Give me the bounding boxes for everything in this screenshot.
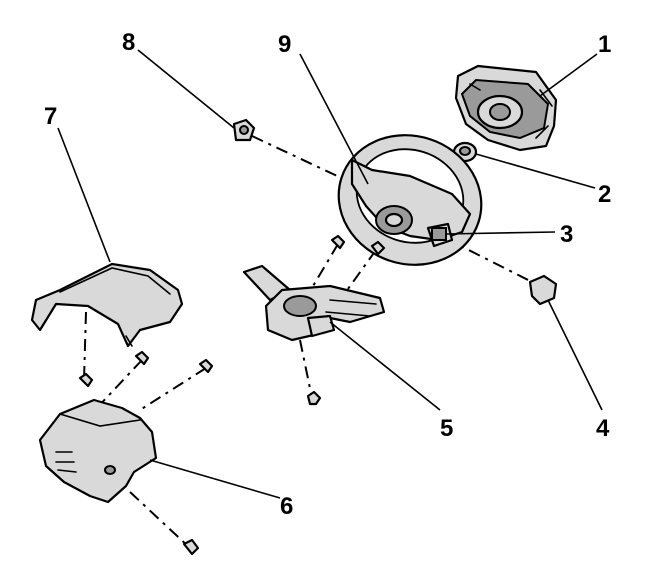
steering-wheel — [337, 134, 483, 266]
upper-column-cover — [30, 262, 184, 348]
callout-1: 1 — [598, 31, 611, 58]
callout-9: 9 — [278, 31, 291, 58]
airbag-module — [454, 64, 558, 152]
callout-3: 3 — [560, 221, 573, 248]
callout-6: 6 — [280, 493, 293, 520]
callout-8: 8 — [122, 29, 135, 56]
leader-lines — [57, 49, 603, 499]
callout-5: 5 — [440, 415, 453, 442]
cover-screws — [78, 350, 214, 556]
callout-labels: 1 2 3 4 5 6 7 8 9 — [44, 29, 611, 520]
steering-wheel-plug — [528, 274, 558, 306]
callout-4: 4 — [596, 415, 610, 442]
lower-column-cover — [38, 398, 158, 504]
callout-7: 7 — [44, 103, 57, 130]
bolt — [232, 118, 256, 142]
switch-screws — [306, 234, 386, 406]
multifunction-switch — [242, 264, 386, 342]
horn-contact — [431, 227, 447, 241]
callout-2: 2 — [598, 181, 611, 208]
